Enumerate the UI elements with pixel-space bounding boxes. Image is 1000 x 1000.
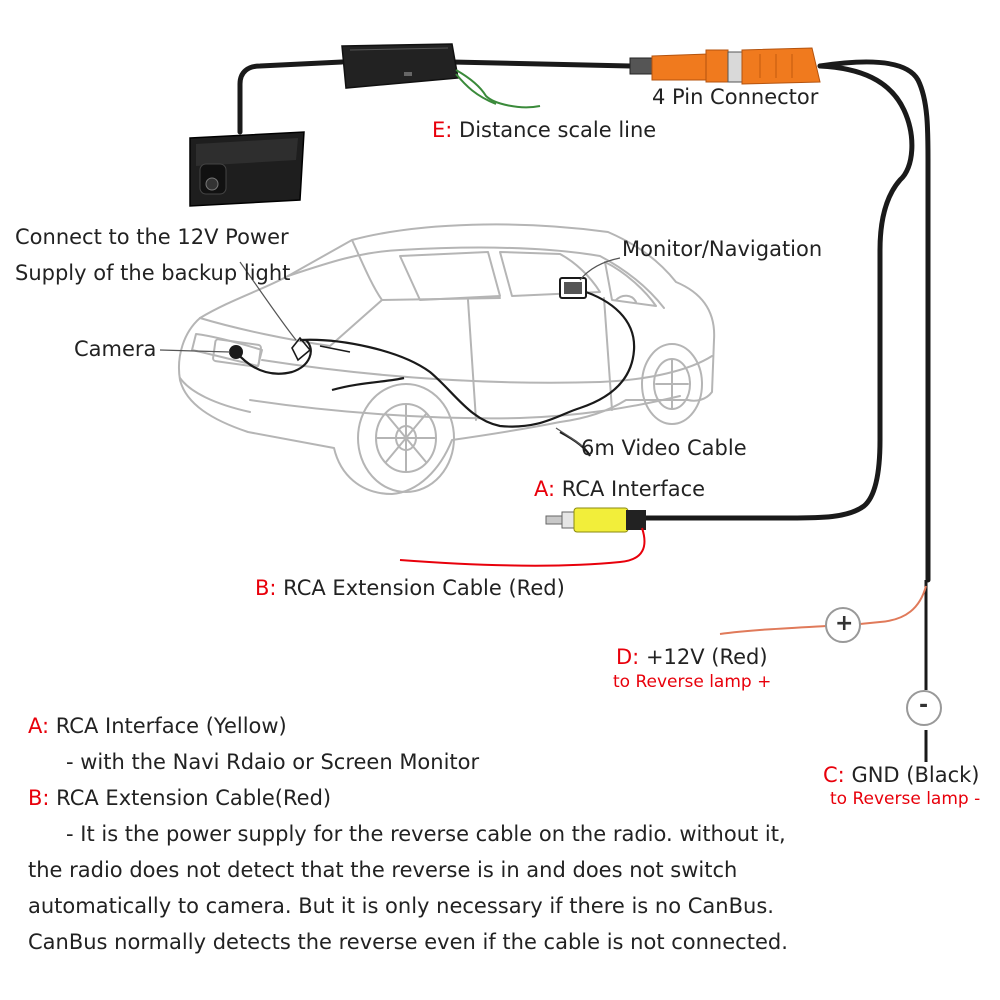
desc-b-line1: - It is the power supply for the reverse…	[66, 822, 786, 846]
desc-a-letter: A:	[28, 714, 50, 738]
desc-a-title-row: A: RCA Interface (Yellow)	[28, 708, 988, 744]
minus-terminal-icon	[906, 690, 942, 726]
leader-lines	[159, 257, 621, 447]
power-wire	[719, 585, 927, 635]
rca-interface	[545, 507, 646, 533]
label-a-letter: A:	[534, 477, 556, 501]
label-d-sub: to Reverse lamp +	[613, 672, 772, 692]
label-four-pin-connector: 4 Pin Connector	[652, 85, 819, 109]
label-a-text: RCA Interface	[561, 477, 706, 501]
desc-b-letter: B:	[28, 786, 50, 810]
desc-a-detail: - with the Navi Rdaio or Screen Monitor	[66, 750, 480, 774]
label-plus12v: D: +12V (Red)	[616, 647, 768, 668]
label-d-letter: D:	[616, 645, 640, 669]
label-video-cable: 6m Video Cable	[581, 436, 747, 460]
label-c-sub: to Reverse lamp -	[830, 789, 981, 809]
four-pin-connector	[629, 47, 821, 85]
label-power-line2: Supply of the backup light	[15, 261, 291, 285]
backup-light-wire	[291, 336, 351, 362]
label-monitor: Monitor/Navigation	[622, 237, 823, 261]
car-outline	[178, 223, 716, 495]
label-distance-scale: E: Distance scale line	[432, 120, 656, 141]
label-d-text: +12V (Red)	[645, 645, 768, 669]
plus-terminal-icon	[825, 607, 861, 643]
description-block: A: RCA Interface (Yellow) - with the Nav…	[28, 708, 988, 960]
label-gnd: C: GND (Black)	[823, 765, 979, 786]
desc-a-title: RCA Interface (Yellow)	[55, 714, 287, 738]
label-power-line1: Connect to the 12V Power	[15, 225, 289, 249]
label-rca-interface: A: RCA Interface	[534, 479, 705, 500]
label-b-letter: B:	[255, 576, 277, 600]
desc-b-line4: CanBus normally detects the reverse even…	[28, 930, 788, 954]
splice-box	[341, 43, 459, 89]
rca-extension-cable	[399, 527, 646, 567]
distance-scale-wires	[455, 69, 541, 109]
car-monitor-icon	[559, 277, 587, 299]
label-c-text: GND (Black)	[851, 763, 980, 787]
desc-b-line3: automatically to camera. But it is only …	[28, 894, 774, 918]
label-e-text: Distance scale line	[459, 118, 657, 142]
label-e-letter: E:	[432, 118, 453, 142]
car-camera-icon	[229, 345, 243, 359]
desc-b-title-row: B: RCA Extension Cable(Red)	[28, 780, 988, 816]
label-rca-extension: B: RCA Extension Cable (Red)	[255, 578, 565, 599]
camera-housing	[189, 131, 305, 207]
label-camera: Camera	[74, 337, 157, 361]
label-c-letter: C:	[823, 763, 845, 787]
main-cable	[237, 59, 931, 583]
desc-b-title: RCA Extension Cable(Red)	[56, 786, 332, 810]
plus-sign: +	[835, 611, 854, 636]
desc-b-line2: the radio does not detect that the rever…	[28, 858, 738, 882]
label-b-text: RCA Extension Cable (Red)	[283, 576, 565, 600]
minus-sign: -	[919, 693, 929, 718]
